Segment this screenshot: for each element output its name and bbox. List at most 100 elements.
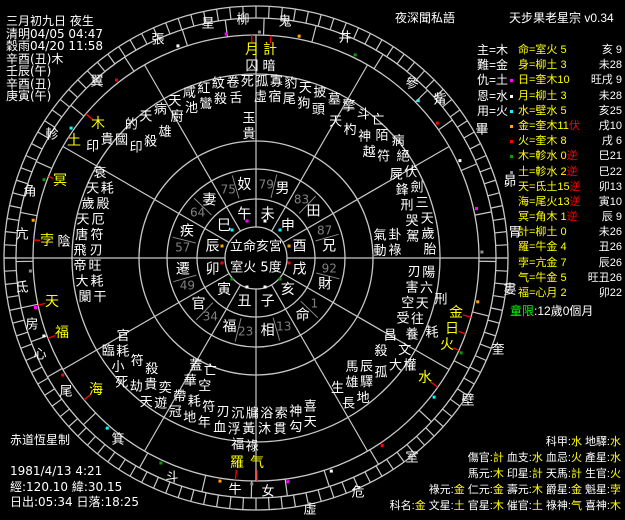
attribute-pair: 印星:計 [507, 468, 543, 480]
mansion-dot-icon [42, 334, 46, 338]
ladder-tick [484, 331, 496, 337]
attribute-pair: 科甲:水 [546, 436, 582, 448]
mansion-boundary [21, 303, 38, 309]
mansion-dot-icon [61, 373, 65, 377]
ladder-tick [463, 377, 475, 385]
planet-8: 海 [89, 382, 103, 398]
star-label: 歲 [421, 227, 434, 242]
attribute-value: 金 [453, 484, 465, 496]
star-label: 唐 [75, 227, 88, 243]
ladder-tick [16, 179, 28, 185]
star-label: 浴 [260, 406, 273, 421]
planet-2: 木 [91, 116, 105, 132]
attribute-value: 孛 [610, 484, 621, 496]
ladder-tick [305, 492, 309, 505]
star-label: 死 [241, 74, 254, 89]
star-label: 狗 [297, 96, 310, 111]
star-label: 天 [86, 181, 99, 196]
planet-position: 身=柳土 3 [510, 58, 567, 73]
ladder-tick [396, 451, 405, 463]
planet-color-dot-icon [510, 155, 513, 159]
star-label: 越 [363, 145, 376, 160]
ladder-tick [16, 331, 28, 337]
ladder-tick [96, 61, 106, 72]
star-label: 奕 [159, 380, 172, 396]
mansion-boundary [82, 412, 97, 426]
age-9: 57 [175, 241, 190, 255]
sector-divider [270, 64, 369, 232]
star-label: 華 [184, 374, 197, 389]
star-label: 紋 [212, 76, 225, 91]
birth-details: 1981/4/13 4:21 經:120.10 緯:30.15 日出:05:34… [10, 464, 139, 511]
ladder-tick [364, 471, 371, 483]
attribute-pair: 傷官:計 [468, 452, 504, 464]
attribute-value: 計 [570, 468, 582, 480]
planet-7: 福 [55, 325, 69, 341]
star-label: 頭 [312, 103, 325, 118]
mansion-23: 柳 [236, 13, 249, 28]
ladder-tick [280, 7, 283, 20]
planet-10: 气 [250, 455, 264, 471]
mansion-boundary [20, 211, 38, 217]
star-label: 杓 [344, 123, 357, 138]
star-label: 馬 [345, 360, 358, 375]
star-label: 刃 [217, 405, 230, 420]
star-label: 沐 [258, 422, 271, 437]
star-label: 大 [75, 274, 88, 289]
attribute-value: 金 [570, 484, 582, 496]
star-label: 印 [86, 140, 99, 155]
star-label: 死 [115, 375, 128, 390]
attribute-key: 壽元: [506, 484, 532, 496]
star-label: 刃 [90, 243, 103, 258]
ladder-tick [7, 294, 20, 299]
star-label: 祿 [246, 440, 259, 455]
planet-14: 火 [440, 337, 454, 353]
ladder-tick [463, 131, 475, 139]
attribute-key: 天馬: [545, 468, 571, 480]
branch-dot-icon [287, 244, 291, 248]
star-label: 絕 [396, 150, 409, 165]
age-0: 79 [259, 178, 274, 192]
age-8: 49 [180, 279, 195, 293]
star-label: 殿 [96, 197, 109, 212]
mansion-dot-icon [286, 480, 290, 484]
attribute-key: 官星: [467, 500, 493, 512]
mansion-boundary [369, 449, 380, 465]
planet-mansion-degree: 冥=角木 1 [518, 211, 567, 224]
house-9: 疾 [180, 223, 194, 239]
planet-0: 月 [245, 42, 259, 58]
star-label: 披 [313, 86, 326, 101]
planet-position: 天=氐土15逆 [510, 180, 581, 195]
age-11: 75 [221, 182, 236, 196]
star-label: 權 [403, 359, 416, 374]
house-tick [173, 274, 197, 283]
attribute-key: 血忌: [545, 452, 571, 464]
star-label: 陰 [57, 235, 70, 250]
birth-info-panel: 三月初九日 夜生 清明04/05 04:47 穀雨04/20 11:58 辛酉(… [6, 15, 103, 103]
planet-mansion-degree: 天=氐土15 [518, 180, 570, 193]
ladder-tick [229, 496, 232, 509]
star-label: 卦 [388, 228, 401, 243]
attribute-key: 祿神: [545, 500, 571, 512]
ladder-tick [25, 355, 37, 362]
planet-branch: 戌10 [598, 119, 622, 132]
planet-mansion-degree: 福=心月 2 [518, 287, 567, 299]
ladder-tick [484, 179, 496, 185]
planet-branch: 旺戌 9 [590, 74, 622, 87]
attribute-key: 魁星: [584, 484, 610, 496]
ladder-tick [364, 33, 371, 45]
branch-dot-icon [278, 277, 282, 281]
star-label: 伏 [404, 165, 417, 180]
attribute-key: 馬元: [467, 468, 493, 480]
pillar-year: 辛酉(丑)木 [6, 51, 64, 66]
ladder-tick [4, 244, 17, 247]
ladder-tick [292, 9, 297, 22]
mansion-boundary [460, 163, 478, 172]
ladder-tick [329, 486, 335, 498]
planet-color-dot-icon [510, 109, 513, 113]
star-label: 干 [93, 290, 106, 305]
ladder-tick [487, 319, 500, 324]
mansion-dot-icon [33, 306, 37, 310]
planet-connector [47, 334, 56, 340]
